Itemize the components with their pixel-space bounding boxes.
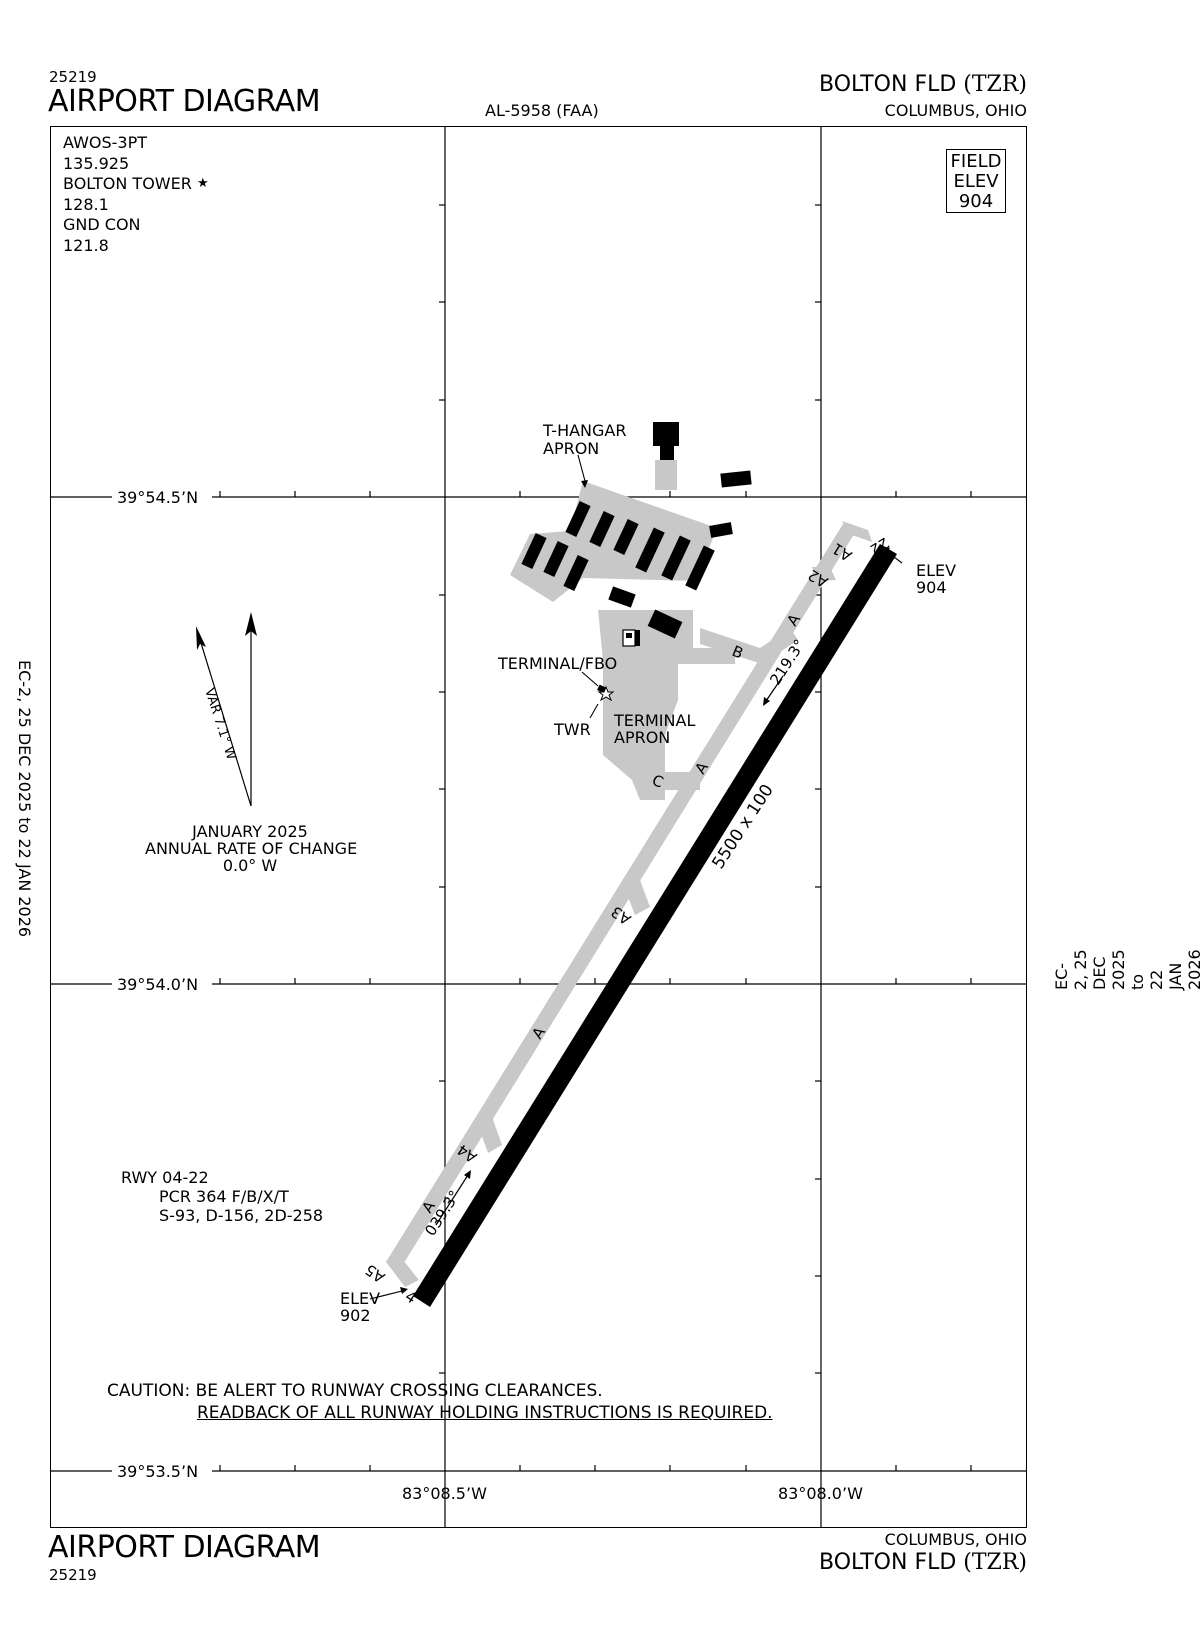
magnetic-north-arrow-icon	[196, 626, 206, 650]
heading-arrow-ne	[435, 1174, 469, 1226]
lon-label-left: 83°08.5’W	[402, 1484, 487, 1503]
runway-info-weights: S-93, D-156, 2D-258	[159, 1206, 324, 1225]
caution-line-1: CAUTION: BE ALERT TO RUNWAY CROSSING CLE…	[107, 1381, 603, 1401]
airport-name: BOLTON FLD	[818, 72, 957, 97]
elev-sw: ELEV 902	[340, 1289, 381, 1325]
elev-ne: ELEV 904	[916, 561, 957, 597]
lat-label-top: 39°54.5’N	[117, 488, 199, 507]
city-bottom: COLUMBUS, OHIO	[884, 1530, 1027, 1549]
magnetic-info: JANUARY 2025 ANNUAL RATE OF CHANGE 0.0° …	[145, 822, 358, 875]
taxiway-a1	[842, 521, 872, 542]
al-number: AL-5958 (FAA)	[485, 101, 599, 120]
airport-name-top: BOLTON FLD (TZR)	[819, 72, 1027, 97]
caution-line-2: READBACK OF ALL RUNWAY HOLDING INSTRUCTI…	[197, 1403, 773, 1423]
gnd-freq: 121.8	[63, 235, 109, 255]
runway-info: RWY 04-22 PCR 364 F/B/X/T S-93, D-156, 2…	[121, 1168, 323, 1225]
airport-diagram-map: VAR 7.1° W 5500 x 100 039.3° 219.3° 22 4…	[50, 126, 1027, 1528]
field-elev-value: 904	[958, 191, 994, 212]
diagram-frame	[50, 126, 1027, 1528]
runway-info-pcr: PCR 364 F/B/X/T	[159, 1187, 289, 1206]
page-title-top: AIRPORT DIAGRAM	[48, 84, 321, 119]
comms-block: AWOS-3PT 135.925 BOLTON TOWER ★ 128.1 GN…	[63, 133, 209, 256]
city-top: COLUMBUS, OHIO	[884, 101, 1027, 120]
field-elev-line2: ELEV	[953, 171, 999, 192]
chart-code-top: 25219	[49, 68, 97, 86]
field-elev-line1: FIELD	[950, 151, 1002, 172]
tower-freq: 128.1	[63, 194, 109, 214]
page-title-bottom: AIRPORT DIAGRAM	[48, 1530, 321, 1565]
pavement	[386, 460, 872, 1287]
awos-freq: 135.925	[63, 153, 130, 173]
tower-icon	[597, 685, 615, 702]
airport-id: (TZR)	[963, 72, 1027, 97]
var-label: VAR 7.1° W	[201, 687, 238, 762]
field-elev-box: FIELD ELEV 904	[946, 149, 1006, 213]
terminal-fbo-label: TERMINAL/FBO	[498, 654, 618, 673]
tower-label: BOLTON TOWER	[63, 174, 192, 193]
caution-note: CAUTION: BE ALERT TO RUNWAY CROSSING CLE…	[107, 1380, 773, 1424]
magnetic-variation-arrows	[196, 612, 257, 807]
taxiway-label-a5: A5	[362, 1260, 389, 1286]
terminal-apron-label: TERMINAL APRON	[614, 711, 696, 747]
effective-dates-left: EC-2, 25 DEC 2025 to 22 JAN 2026	[15, 660, 34, 938]
heading-arrow-sw	[765, 675, 784, 702]
gnd-label: GND CON	[63, 215, 141, 234]
chart-code-bottom: 25219	[49, 1566, 97, 1584]
fuel-icon	[622, 629, 636, 647]
t-hangar-label: T-HANGAR APRON	[543, 421, 627, 458]
star-icon: ★	[196, 176, 209, 191]
true-north-arrow-icon	[245, 612, 257, 636]
awos-label: AWOS-3PT	[63, 133, 148, 152]
twr-label: TWR	[554, 720, 591, 739]
lon-label-right: 83°08.0’W	[778, 1484, 863, 1503]
runway-04-22	[413, 544, 897, 1307]
lat-label-mid: 39°54.0’N	[117, 975, 199, 994]
runway-info-rwy: RWY 04-22	[121, 1168, 209, 1187]
airport-name-bottom: BOLTON FLD (TZR)	[818, 1550, 1027, 1575]
grid-lines	[50, 126, 1027, 1528]
leader-lines	[369, 454, 903, 1300]
effective-dates-right: EC-2, 25 DEC 2025 to 22 JAN 2026	[1052, 949, 1204, 990]
taxiway-a	[386, 524, 856, 1271]
lat-label-bottom: 39°53.5’N	[117, 1462, 199, 1481]
terminal-apron	[598, 610, 735, 800]
tower-line: BOLTON TOWER ★	[63, 174, 209, 195]
